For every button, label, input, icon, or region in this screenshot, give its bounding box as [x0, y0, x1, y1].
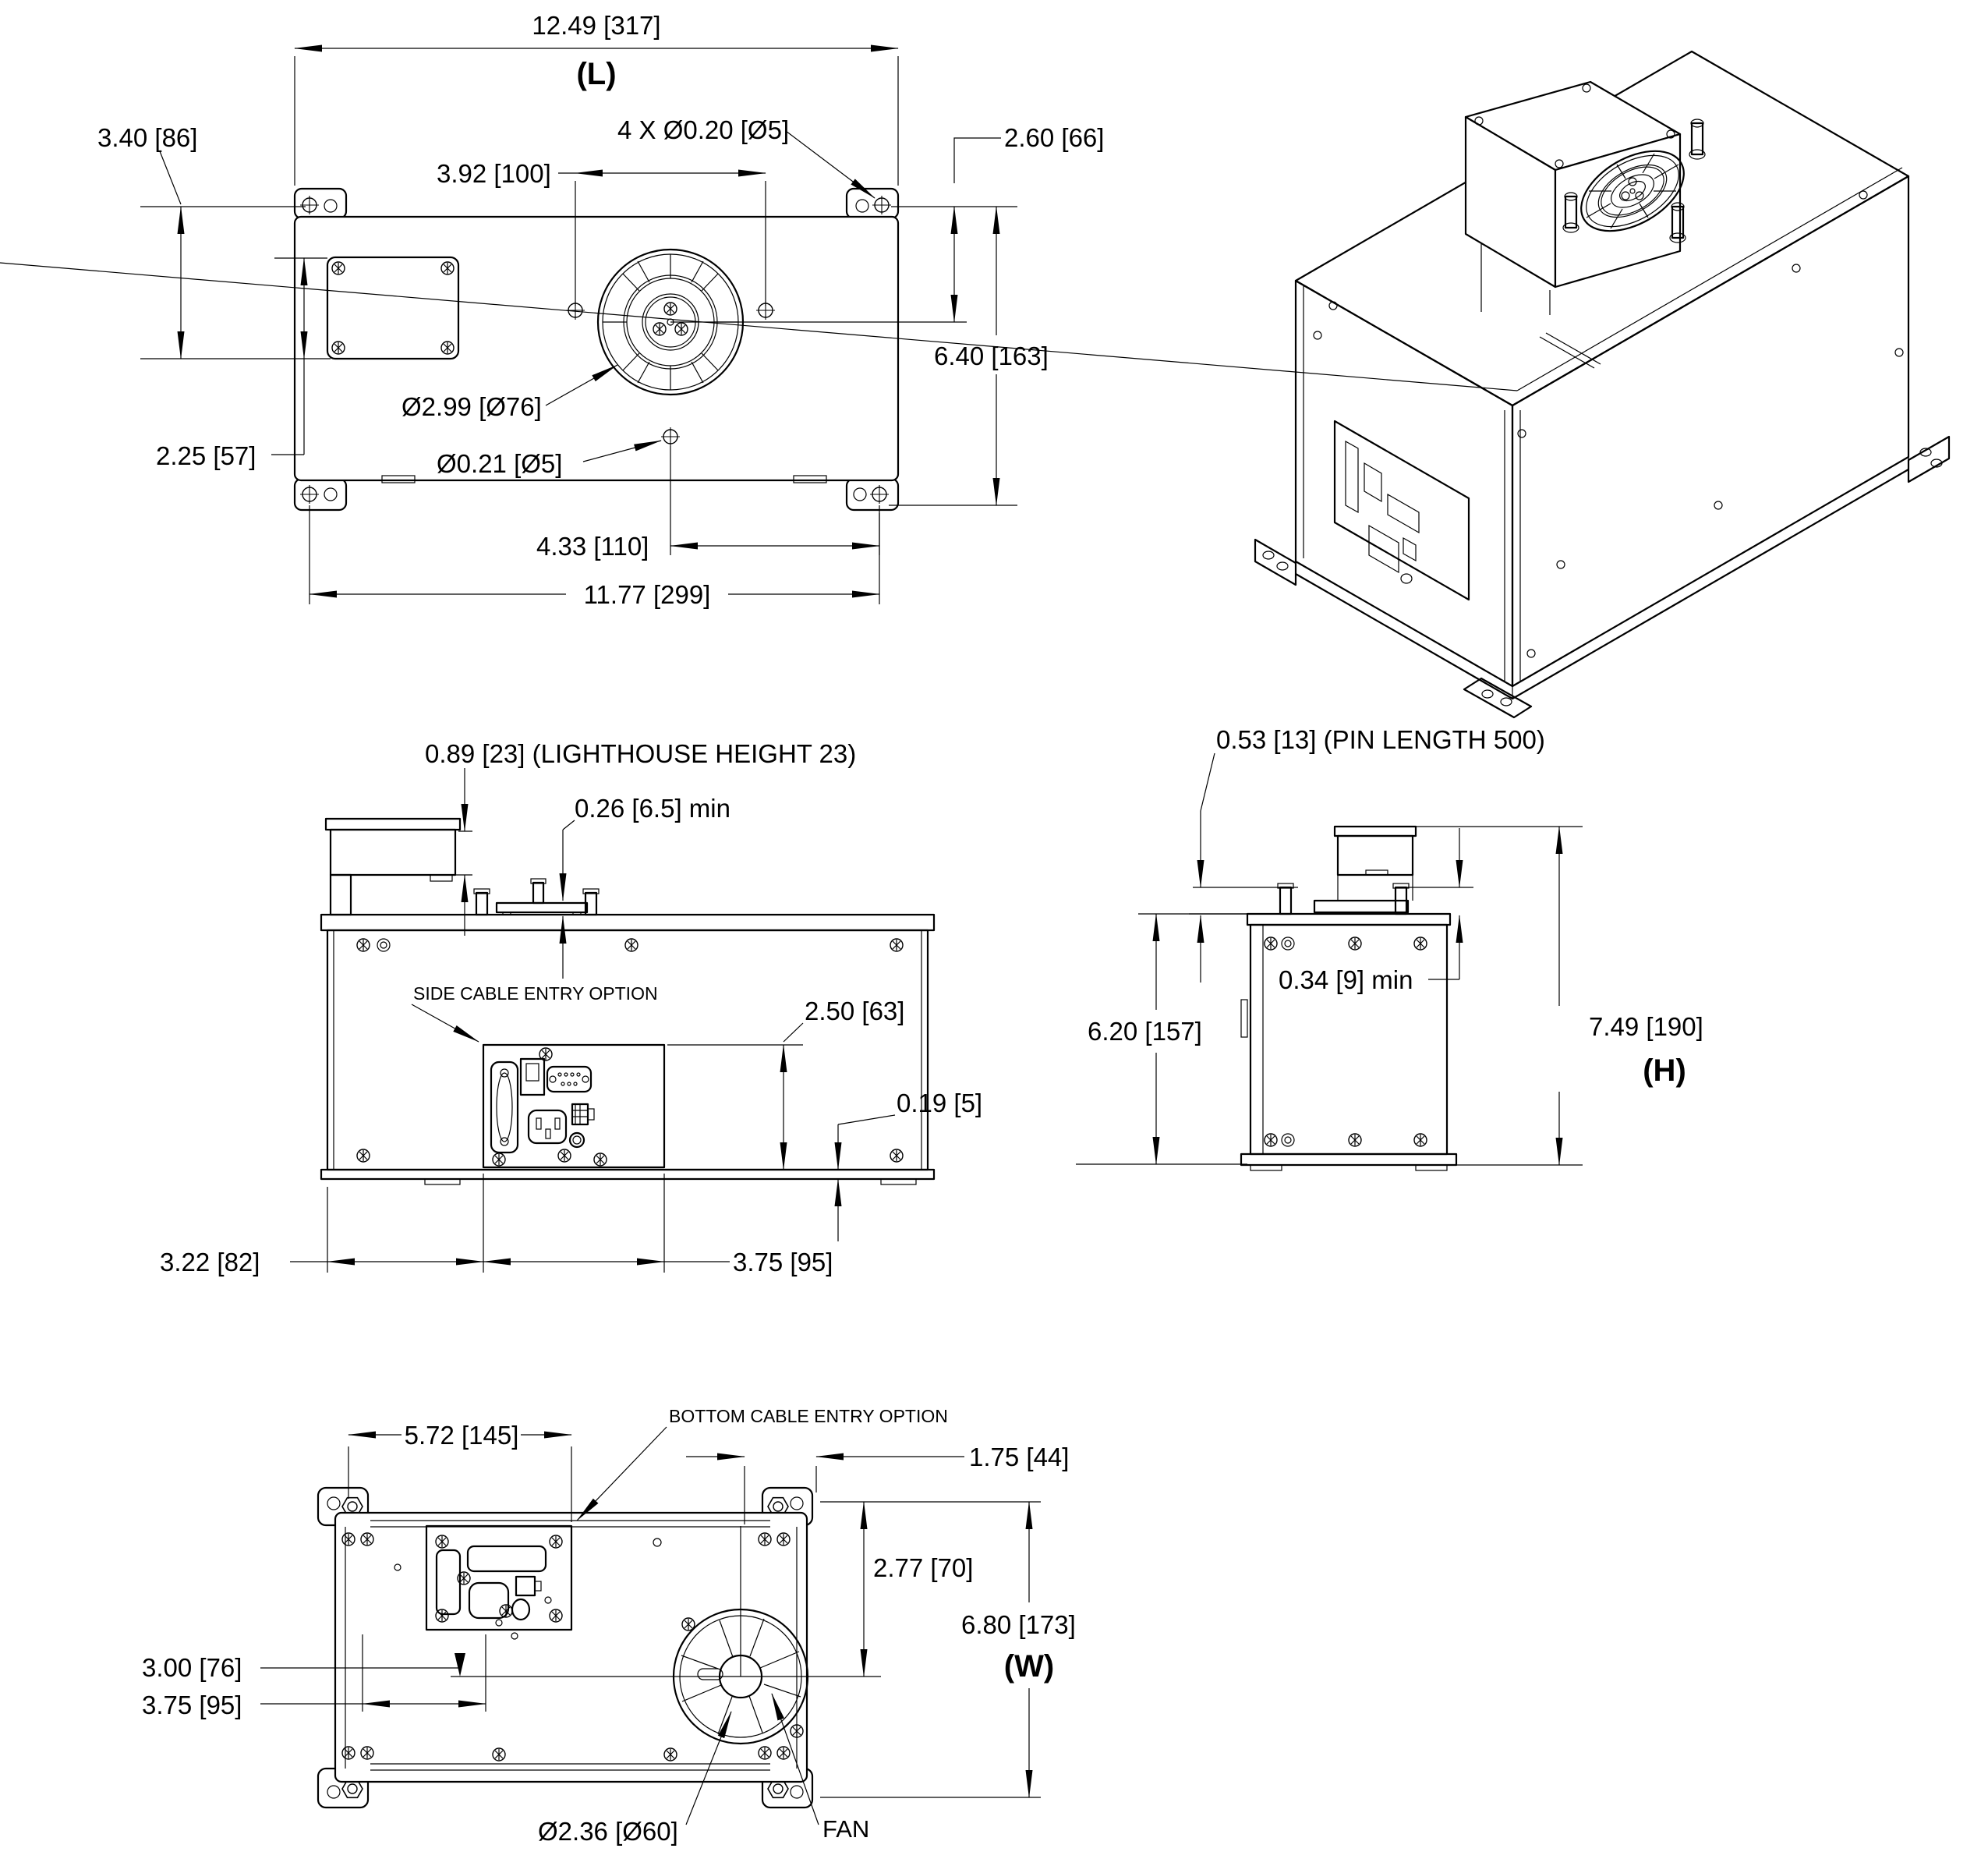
side-body: [1249, 923, 1449, 1156]
dim-edge-to-plate: 3.40 [86]: [97, 123, 197, 152]
front-lid: [320, 913, 936, 932]
dim-body-height: 6.20 [157]: [1088, 1017, 1202, 1046]
db15-connector: [490, 1060, 519, 1154]
serial-port: [546, 1065, 593, 1093]
label-fan: FAN: [822, 1815, 869, 1843]
iso-left-face: [1294, 279, 1514, 688]
round-connector: [568, 1131, 585, 1149]
dim-overall-width: 6.80 [173]: [961, 1610, 1076, 1639]
dim-overall-length: 12.49 [317]: [532, 11, 660, 40]
side-plate: [1313, 899, 1410, 914]
iso-screws: [1313, 190, 1904, 658]
dim-entry-offset: 5.72 [145]: [405, 1421, 519, 1450]
dim-hole-diameter: Ø0.21 [Ø5]: [437, 449, 562, 478]
note-bottom-cable: BOTTOM CABLE ENTRY OPTION: [669, 1406, 948, 1426]
cover-plate: [326, 256, 460, 360]
side-pin: [1279, 886, 1293, 915]
dim-fan-center-offset: 2.77 [70]: [873, 1553, 973, 1582]
side-lighthouse-cap: [1333, 825, 1417, 837]
dim-base-height: 0.19 [5]: [897, 1089, 982, 1117]
dim-lighthouse-height: 0.89 [23] (LIGHTHOUSE HEIGHT 23): [425, 739, 856, 768]
dim-height-tag: (H): [1643, 1053, 1686, 1088]
dim-pin-min: 0.34 [9] min: [1279, 965, 1413, 994]
lighthouse-body: [329, 828, 457, 876]
iso-pins: [1562, 119, 1706, 243]
dim-hole-to-edge: 4.33 [110]: [536, 532, 649, 561]
dim-pin-spacing: 3.92 [100]: [437, 159, 551, 188]
iso-flange: [1463, 677, 1533, 719]
front-view-dimensions: 0.89 [23] (LIGHTHOUSE HEIGHT 23) 0.26 [6…: [160, 739, 982, 1276]
dim-top-to-center: 2.60 [66]: [1004, 123, 1104, 152]
lighthouse-stem: [329, 873, 352, 916]
side-lighthouse-body: [1336, 834, 1414, 876]
lighthouse-cap: [324, 817, 462, 831]
iso-flange: [1907, 435, 1951, 483]
dim-panel-width: 3.75 [95]: [733, 1248, 833, 1276]
dim-width-tag: (W): [1004, 1649, 1054, 1684]
side-lid: [1246, 912, 1452, 926]
mount-tab: [845, 187, 900, 220]
iso-wheel-spokes: [1586, 153, 1679, 229]
side-view-dimensions: 0.53 [13] (PIN LENGTH 500) 0.34 [9] min …: [1076, 725, 1703, 1166]
iso-flange: [1254, 538, 1297, 586]
dim-length-tag: (L): [576, 57, 616, 91]
front-base: [320, 1168, 936, 1181]
front-view: 0.89 [23] (LIGHTHOUSE HEIGHT 23) 0.26 [6…: [160, 739, 982, 1276]
iso-lighthouse: [1464, 80, 1682, 369]
isometric-view: [0, 50, 1951, 719]
dim-overall-height: 7.49 [190]: [1589, 1012, 1703, 1041]
dim-bottom-panel-width: 3.75 [95]: [142, 1691, 242, 1719]
dim-panel-height: 2.50 [63]: [805, 997, 904, 1025]
dim-fan-diameter: Ø2.36 [Ø60]: [538, 1817, 678, 1846]
top-view: 12.49 [317] (L) 3.40 [86] 2.25 [57] 3.92…: [97, 11, 1104, 609]
note-side-cable: SIDE CABLE ENTRY OPTION: [413, 983, 658, 1004]
dim-fan-center-x: 3.00 [76]: [142, 1653, 242, 1682]
ethernet-port: [519, 1057, 546, 1096]
dim-foot-hole-span: 11.77 [299]: [584, 580, 711, 609]
dim-pin-clearance: 0.26 [6.5] min: [575, 794, 730, 823]
power-inlet: [527, 1109, 568, 1145]
top-view-body: [293, 215, 900, 482]
front-pins: [473, 878, 600, 916]
bottom-view: 5.72 [145] BOTTOM CABLE ENTRY OPTION 1.7…: [142, 1406, 1076, 1846]
side-view: 0.53 [13] (PIN LENGTH 500) 0.34 [9] min …: [1076, 725, 1703, 1171]
dim-pin-length: 0.53 [13] (PIN LENGTH 500): [1216, 725, 1545, 754]
side-base: [1240, 1153, 1458, 1167]
bottom-cable-panel: [425, 1524, 573, 1631]
bottom-view-dimensions: 5.72 [145] BOTTOM CABLE ENTRY OPTION 1.7…: [142, 1406, 1076, 1846]
dim-wheel-diameter: Ø2.99 [Ø76]: [401, 392, 542, 421]
iso-connector-panel: [1333, 420, 1470, 601]
front-connector-panel: [482, 1043, 666, 1169]
note-mount-holes: 4 X Ø0.20 [Ø5]: [617, 115, 789, 144]
dim-edge-to-panel: 3.22 [82]: [160, 1248, 260, 1276]
dim-plate-height: 2.25 [57]: [156, 441, 256, 470]
dim-fan-to-edge: 1.75 [44]: [969, 1443, 1069, 1471]
